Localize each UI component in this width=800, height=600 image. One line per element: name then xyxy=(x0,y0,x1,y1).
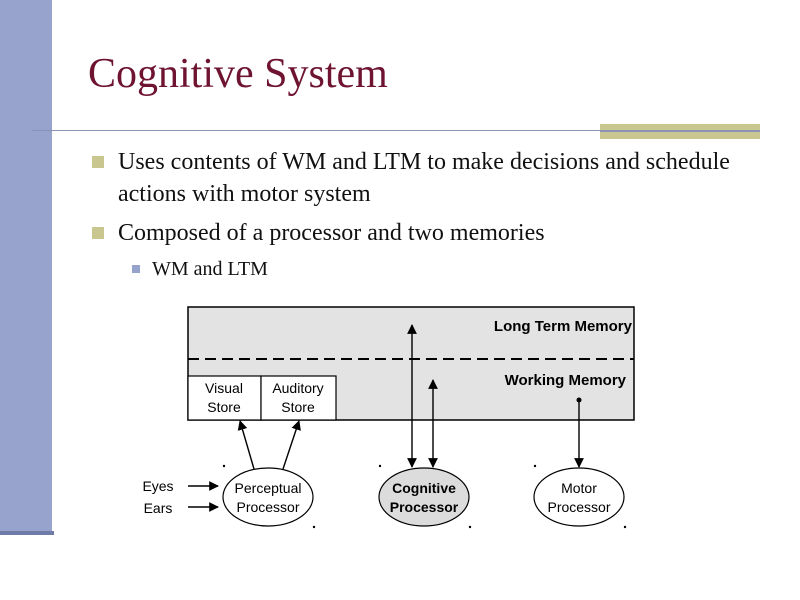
cognitive-processor-label-line1: Cognitive xyxy=(392,480,456,496)
bullet-item: Uses contents of WM and LTM to make deci… xyxy=(90,146,750,210)
motor-processor-label-line2: Processor xyxy=(547,499,610,515)
long-term-memory-label: Long Term Memory xyxy=(494,318,633,335)
left-accent-bar-shadow xyxy=(0,531,54,535)
perceptual-to-visual-arrow xyxy=(237,420,255,470)
title-divider xyxy=(32,130,760,131)
motor-processor-label-line1: Motor xyxy=(561,480,597,496)
perceptual-to-auditory-arrow xyxy=(282,420,301,470)
visual-store-label-line1: Visual xyxy=(205,380,243,396)
auditory-store-box xyxy=(260,375,337,421)
ears-label: Ears xyxy=(144,500,173,516)
auditory-store-label-line1: Auditory xyxy=(272,380,323,396)
bullet-list: Uses contents of WM and LTM to make deci… xyxy=(90,146,750,282)
visual-store-label-line2: Store xyxy=(207,399,241,415)
perceptual-processor-label-line2: Processor xyxy=(236,499,299,515)
title-accent-line xyxy=(600,130,760,132)
working-memory-label: Working Memory xyxy=(505,372,627,389)
perceptual-processor-node xyxy=(222,467,314,527)
visual-store-box xyxy=(187,375,262,421)
perceptual-processor-label-line1: Perceptual xyxy=(235,480,302,496)
left-accent-bar xyxy=(0,0,52,534)
cognitive-processor-label-line2: Processor xyxy=(390,499,459,515)
bullet-text: Composed of a processor and two memories xyxy=(118,220,545,246)
eyes-label: Eyes xyxy=(142,478,173,494)
processor-corner-dots xyxy=(222,464,627,529)
square-bullet-icon xyxy=(92,227,104,239)
sub-bullet-item: WM and LTM xyxy=(90,256,750,282)
auditory-store-label-line2: Store xyxy=(281,399,315,415)
motor-processor-node xyxy=(533,467,625,527)
slide-title: Cognitive System xyxy=(88,51,388,97)
cognitive-processor-node xyxy=(378,467,470,527)
bullet-item: Composed of a processor and two memories xyxy=(90,217,750,249)
bullet-text: Uses contents of WM and LTM to make deci… xyxy=(118,149,730,207)
square-bullet-icon xyxy=(132,265,140,273)
square-bullet-icon xyxy=(92,156,104,168)
sub-bullet-text: WM and LTM xyxy=(152,258,268,280)
